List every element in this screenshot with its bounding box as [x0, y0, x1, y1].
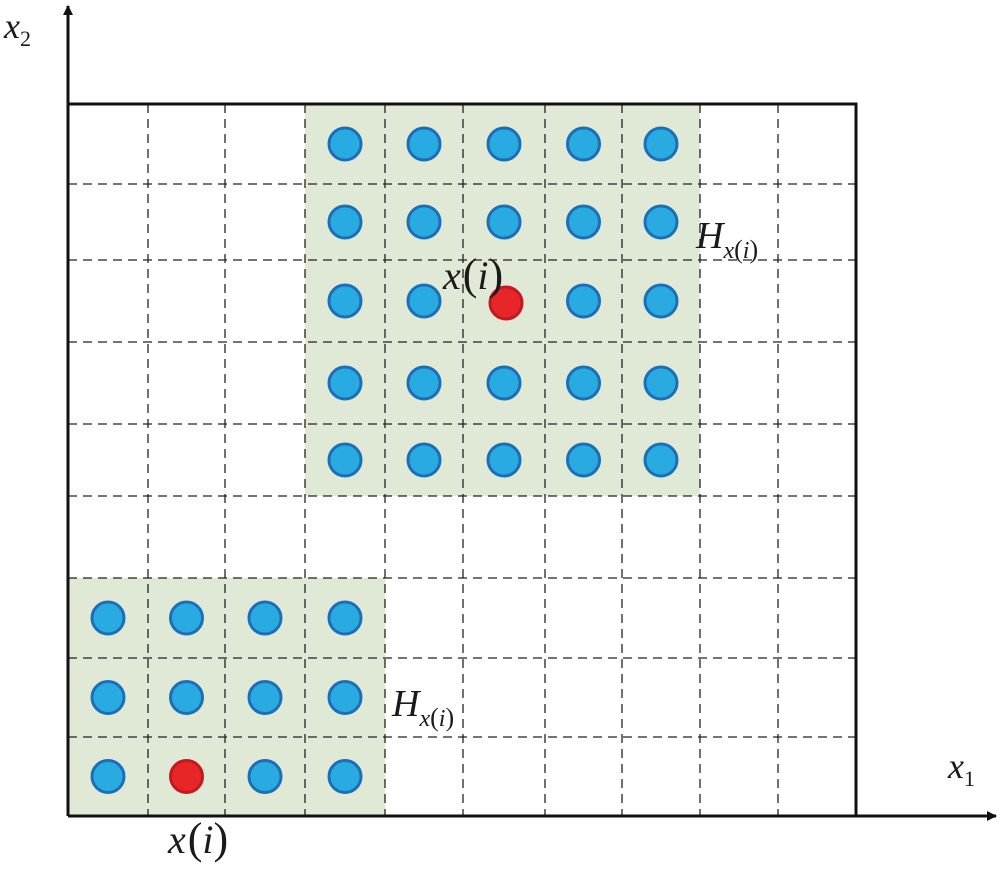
- coordinate-axes: [63, 5, 997, 821]
- neighbor-node: [247, 600, 283, 636]
- frame-border: [68, 102, 858, 816]
- neighbor-node: [566, 283, 601, 319]
- neighbor-node: [566, 204, 601, 240]
- neighbor-node: [169, 600, 204, 636]
- grid-lines: [68, 104, 856, 816]
- neighbor-node: [486, 204, 522, 240]
- neighbor-node: [327, 680, 363, 715]
- neighbor-node: [486, 442, 522, 478]
- neighbor-node: [406, 442, 442, 478]
- upper-center-label: x(i): [442, 250, 503, 299]
- center-node: [169, 759, 204, 794]
- neighbor-node: [247, 759, 283, 794]
- neighbor-node: [247, 680, 283, 715]
- neighbor-node: [90, 600, 126, 636]
- x1-axis-label: x1: [947, 746, 975, 791]
- neighbor-node: [169, 680, 204, 715]
- upper-set-label: Hx(i): [695, 215, 758, 264]
- neighbor-node: [566, 365, 601, 401]
- neighbor-node: [327, 365, 363, 401]
- grid-nodes: [90, 126, 679, 794]
- neighbor-node: [90, 680, 126, 715]
- neighbor-node: [406, 126, 442, 162]
- x2-axis-label: x2: [3, 6, 31, 51]
- neighbor-node: [566, 442, 601, 478]
- neighbor-node: [566, 126, 601, 162]
- neighbor-node: [643, 365, 679, 401]
- plot-frame: [68, 102, 858, 816]
- neighbor-node: [327, 126, 363, 162]
- center-node: [488, 285, 524, 321]
- lower-set-label: Hx(i): [391, 683, 454, 732]
- neighbor-node: [643, 283, 679, 319]
- neighbor-node: [406, 204, 442, 240]
- lower-center-label: x(i): [167, 814, 228, 863]
- neighborhood-regions: [68, 104, 700, 816]
- neighbor-node: [406, 365, 442, 401]
- neighbor-node: [327, 283, 363, 319]
- neighbor-node: [406, 283, 442, 319]
- neighbor-node: [327, 204, 363, 240]
- neighbor-node: [327, 442, 363, 478]
- neighbor-node: [486, 126, 522, 162]
- neighbor-node: [643, 126, 679, 162]
- neighbor-node: [90, 759, 126, 794]
- neighbor-node: [486, 365, 522, 401]
- neighbor-node: [327, 600, 363, 636]
- neighbor-node: [643, 204, 679, 240]
- neighbor-node: [327, 759, 363, 794]
- neighbor-node: [643, 442, 679, 478]
